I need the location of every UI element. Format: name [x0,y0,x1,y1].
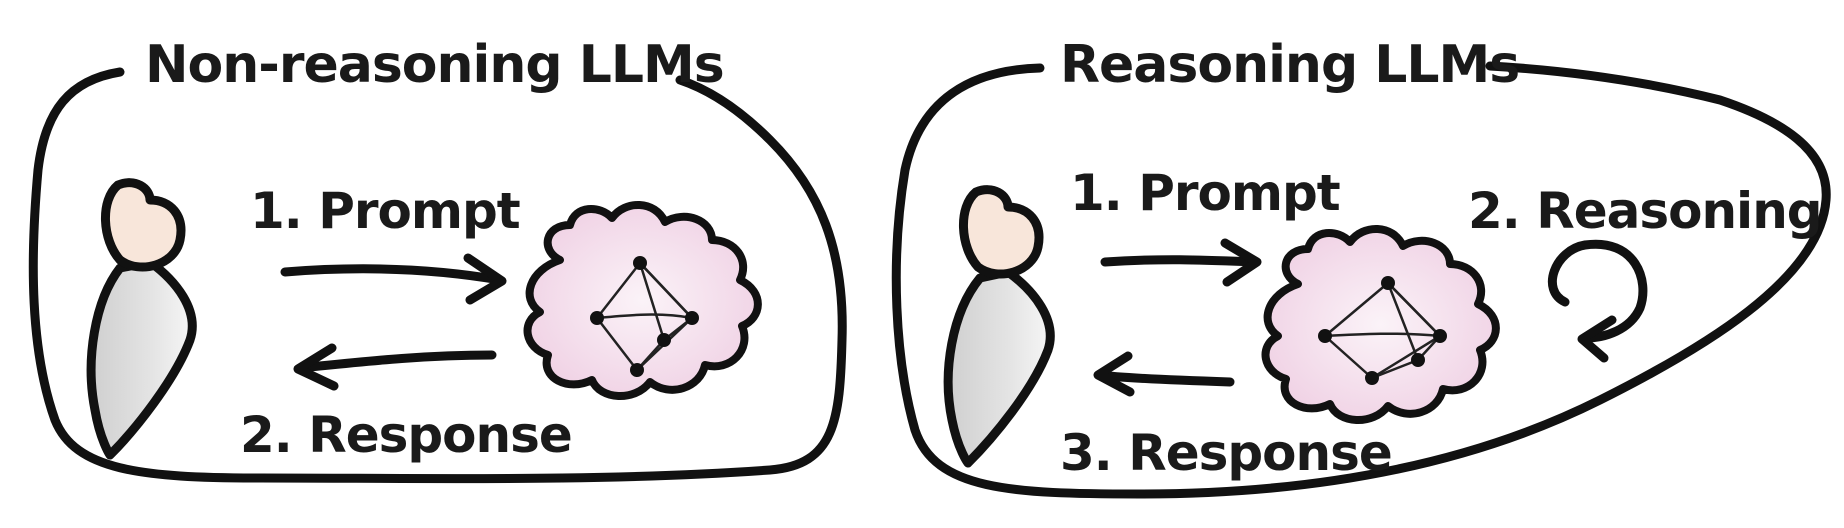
panel-title: Reasoning LLMs [1060,35,1519,95]
panel-outline [891,61,1831,499]
panel-title: Non-reasoning LLMs [145,35,724,95]
response-label: 3. Response [1060,424,1392,482]
panel-outline [28,67,847,484]
reasoning-label: 2. Reasoning [1468,182,1822,240]
prompt-label: 1. Prompt [1070,164,1340,222]
llm-cloud [523,201,762,400]
reasoning-loop-arrow [1547,239,1648,363]
prompt-arrow [1100,238,1262,287]
person-body [943,267,1055,468]
person-body [86,257,197,460]
cloud-shape [1261,225,1500,424]
response-label: 2. Response [240,406,572,464]
user-figure [86,178,197,460]
llm-cloud [1261,225,1500,424]
neural-network-icon [590,256,699,377]
response-arrow [1093,351,1235,397]
prompt-arrow [280,253,507,305]
prompt-label: 1. Prompt [250,182,520,240]
panel-reasoning: Reasoning LLMs 1. Prompt 2. Reasoning 3.… [891,35,1831,499]
response-arrow [293,343,497,391]
person-head [101,178,186,272]
user-figure [943,185,1055,468]
cloud-shape [523,201,762,400]
neural-network-icon [1318,276,1447,385]
panel-non-reasoning: Non-reasoning LLMs 1. Prompt 2. Response [28,35,847,484]
person-head [959,185,1044,279]
